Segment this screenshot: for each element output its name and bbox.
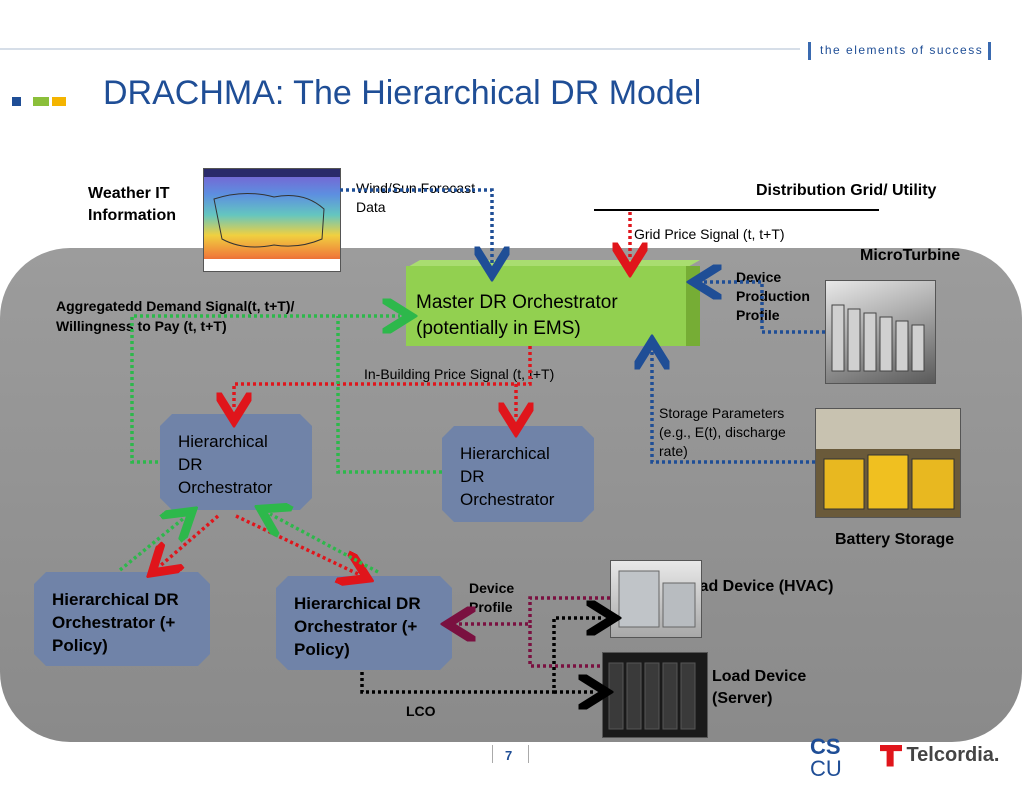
grid-price-signal-label: Grid Price Signal (t, t+T) bbox=[634, 226, 785, 242]
arrow-policy-right-to-hdr bbox=[270, 514, 379, 574]
microturbine-photo bbox=[825, 280, 936, 384]
weather-it-label: Weather IT Information bbox=[88, 185, 176, 224]
master-dr-orchestrator: Master DR Orchestrator (potentially in E… bbox=[406, 266, 686, 346]
storage-parameters-label: Storage Parameters (e.g., E(t), discharg… bbox=[659, 405, 786, 459]
hvac-photo bbox=[610, 560, 702, 638]
microturbine-label: MicroTurbine bbox=[860, 247, 961, 264]
device-profile-label: Device Profile bbox=[469, 580, 515, 615]
arrow-hdr-to-policy-right bbox=[235, 514, 358, 574]
telcordia-logo: Telcordia. bbox=[880, 744, 1010, 774]
arrow-hdr-right-to-master bbox=[336, 316, 442, 474]
in-building-price-label: In-Building Price Signal (t, t+T) bbox=[364, 366, 555, 382]
arrow-hdr-left-to-master bbox=[130, 316, 400, 464]
arrow-hvac-profile bbox=[458, 596, 610, 624]
battery-storage-photo bbox=[815, 408, 961, 518]
load-server-label: Load Device (Server) bbox=[712, 668, 807, 707]
grid-line bbox=[594, 209, 879, 211]
arrow-master-to-hdr-left bbox=[234, 346, 532, 410]
tagline: the elements of success bbox=[820, 43, 984, 57]
header-rule bbox=[0, 48, 800, 50]
cs-cu-logo: CS CU bbox=[810, 736, 870, 782]
footer-bar-right bbox=[528, 745, 529, 763]
title-bullet-blue bbox=[12, 97, 21, 106]
tagline-bar-left bbox=[808, 42, 811, 60]
master-box-top bbox=[406, 260, 700, 268]
hierarchical-dr-orchestrator-right: Hierarchical DR Orchestrator bbox=[442, 426, 594, 522]
footer-bar-left bbox=[492, 745, 493, 763]
hierarchical-dr-policy-right: Hierarchical DR Orchestrator (+ Policy) bbox=[276, 576, 452, 670]
logo-cs-text: CS bbox=[810, 734, 841, 759]
lco-label: LCO bbox=[406, 703, 436, 719]
hierarchical-dr-policy-left: Hierarchical DR Orchestrator (+ Policy) bbox=[34, 572, 210, 666]
load-hvac-label: Load Device (HVAC) bbox=[680, 578, 834, 595]
arrow-server-profile bbox=[528, 624, 600, 668]
title-bullet-green bbox=[33, 97, 49, 106]
aggregated-demand-label: Aggregatedd Demand Signal(t, t+T)/ Willi… bbox=[56, 298, 295, 334]
hierarchical-dr-orchestrator-left: Hierarchical DR Orchestrator bbox=[160, 414, 312, 510]
arrow-weather-to-master bbox=[340, 188, 492, 264]
arrow-battery-to-master bbox=[652, 352, 815, 464]
weather-map-image bbox=[203, 168, 341, 272]
distribution-grid-label: Distribution Grid/ Utility bbox=[756, 182, 937, 199]
wind-sun-forecast-label: Wind/Sun Forecast Data bbox=[356, 180, 476, 215]
battery-storage-label: Battery Storage bbox=[835, 531, 955, 548]
telcordia-text: Telcordia. bbox=[906, 744, 1000, 766]
arrow-microturbine-to-master bbox=[704, 282, 825, 334]
telcordia-logo-icon bbox=[880, 744, 902, 767]
page-number: 7 bbox=[505, 748, 513, 763]
logo-cu-text: CU bbox=[810, 756, 842, 781]
arrow-lco-to-hvac bbox=[360, 618, 604, 694]
server-photo bbox=[602, 652, 708, 738]
arrow-policy-left-to-hdr bbox=[118, 518, 184, 572]
arrow-hdr-to-policy-left bbox=[160, 514, 220, 566]
page-title: DRACHMA: The Hierarchical DR Model bbox=[103, 74, 702, 112]
title-bullet-yellow bbox=[52, 97, 66, 106]
tagline-bar-right bbox=[988, 42, 991, 60]
